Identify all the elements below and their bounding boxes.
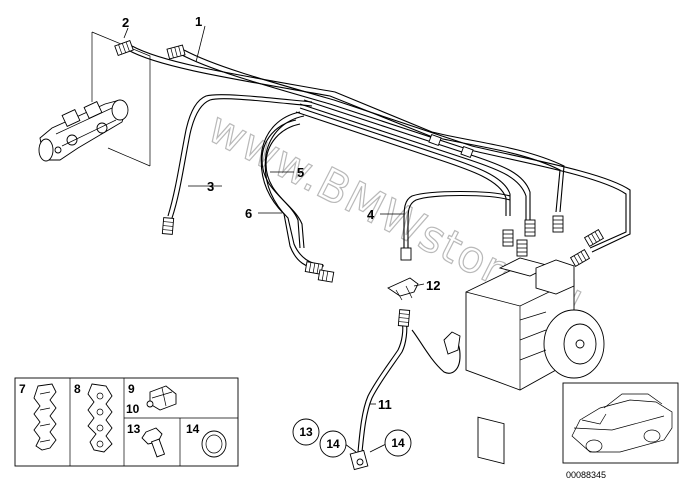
callout-1: 1 xyxy=(195,14,202,29)
circled-callout-14-right-label: 14 xyxy=(391,436,405,450)
bolt-13-icon xyxy=(141,427,166,458)
circled-callout-13: 13 xyxy=(292,418,320,446)
circled-callout-14-left-label: 14 xyxy=(326,437,340,451)
table-cell-10: 10 xyxy=(126,402,140,416)
callout-3: 3 xyxy=(207,179,214,194)
callout-6: 6 xyxy=(245,206,252,221)
table-cell-9: 9 xyxy=(128,382,135,396)
callout-5: 5 xyxy=(297,165,304,180)
callout-2: 2 xyxy=(122,15,129,30)
circled-callout-14-right: 14 xyxy=(384,429,412,457)
clip-7-icon xyxy=(33,383,57,451)
clip-8-icon xyxy=(87,383,113,453)
seal-ring-14-icon xyxy=(201,430,227,458)
parts-table xyxy=(14,377,239,467)
circled-callout-14-left: 14 xyxy=(319,430,347,458)
clip-9-icon xyxy=(146,385,177,411)
table-cell-7: 7 xyxy=(19,382,26,396)
callout-11: 11 xyxy=(378,397,392,412)
car-thumbnail xyxy=(562,382,679,464)
hose-end-fitting xyxy=(349,449,369,471)
circled-callout-13-label: 13 xyxy=(299,425,313,439)
leader-lines xyxy=(123,25,425,453)
callout-4: 4 xyxy=(367,207,375,222)
callout-12: 12 xyxy=(426,278,440,293)
table-cell-13: 13 xyxy=(127,422,141,436)
pipe-fittings xyxy=(114,39,605,327)
brake-pipes xyxy=(127,45,631,453)
bracket-12 xyxy=(387,277,419,301)
table-cell-14: 14 xyxy=(186,422,200,436)
reference-code: 00088345 xyxy=(566,470,606,480)
table-cell-8: 8 xyxy=(74,382,81,396)
hydraulic-unit xyxy=(443,257,605,465)
master-cylinder xyxy=(38,31,151,167)
